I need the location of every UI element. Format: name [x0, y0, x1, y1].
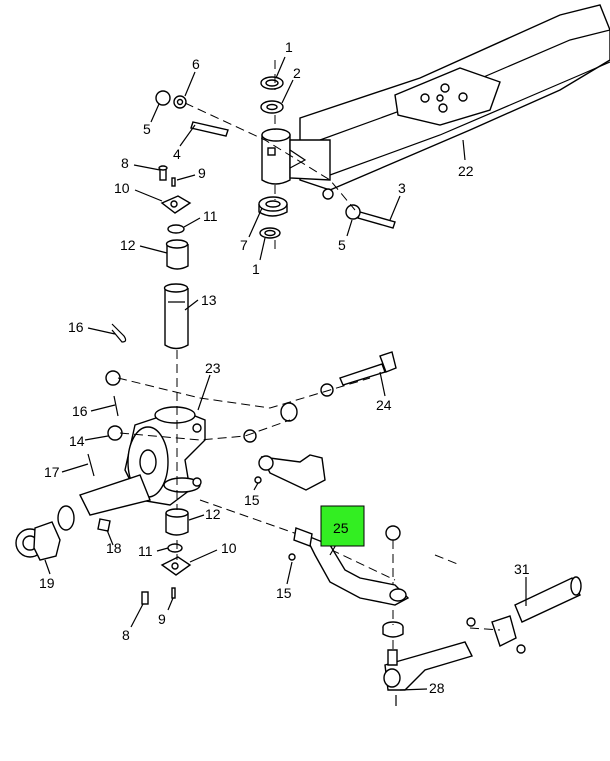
callout-24[interactable]: 24 [376, 397, 392, 413]
callout-11-lower[interactable]: 11 [138, 543, 153, 559]
callout-8-lower[interactable]: 8 [122, 627, 130, 643]
cotter-pin-upper [111, 323, 127, 343]
draw-key-right [322, 188, 396, 229]
callout-28[interactable]: 28 [429, 680, 445, 696]
spindle-nut [15, 505, 75, 561]
callout-6[interactable]: 6 [192, 56, 200, 72]
callout-5-left[interactable]: 5 [143, 121, 151, 137]
cap-lower [141, 556, 192, 605]
leader-lines [44, 56, 527, 691]
callout-1-bottom[interactable]: 1 [252, 261, 260, 277]
callout-3[interactable]: 3 [398, 180, 406, 196]
callout-15-lower[interactable]: 15 [276, 585, 292, 601]
callout-12-upper[interactable]: 12 [120, 237, 136, 253]
callout-9-upper[interactable]: 9 [198, 165, 206, 181]
tie-rod-tube [466, 576, 582, 654]
callout-1-top[interactable]: 1 [285, 39, 293, 55]
callout-10-upper[interactable]: 10 [114, 180, 130, 196]
callout-22[interactable]: 22 [458, 163, 474, 179]
steering-arm-upper [258, 454, 326, 491]
axle-beam [299, 4, 610, 191]
callout-10-lower[interactable]: 10 [221, 540, 237, 556]
callout-7[interactable]: 7 [240, 237, 248, 253]
thrust-bearing [258, 196, 288, 239]
callout-15-upper[interactable]: 15 [244, 492, 260, 508]
callout-labels: 1 2 6 5 4 8 9 10 11 22 3 7 5 1 12 13 16 … [39, 39, 530, 696]
callout-18[interactable]: 18 [106, 540, 122, 556]
steering-knuckle [79, 406, 206, 516]
bushing-upper [165, 239, 189, 270]
highlight-box[interactable] [320, 505, 365, 547]
callout-17[interactable]: 17 [44, 464, 60, 480]
steering-arm-lower [293, 527, 410, 606]
callout-14[interactable]: 14 [69, 433, 85, 449]
callout-31[interactable]: 31 [514, 561, 530, 577]
callout-2[interactable]: 2 [293, 65, 301, 81]
callout-13[interactable]: 13 [201, 292, 217, 308]
draw-key-left [155, 90, 229, 137]
cotter-pin-lower [87, 453, 95, 477]
washer-top [260, 76, 284, 114]
callout-5-right[interactable]: 5 [338, 237, 346, 253]
callout-12-lower[interactable]: 12 [205, 506, 221, 522]
callout-9-lower[interactable]: 9 [158, 611, 166, 627]
callout-4[interactable]: 4 [173, 146, 181, 162]
callout-16-upper[interactable]: 16 [68, 319, 84, 335]
axle-eye [261, 128, 331, 185]
cotter-pin-mid [113, 395, 119, 417]
bushing-lower [165, 508, 189, 553]
king-pin [163, 283, 189, 350]
arm-bolt [243, 351, 397, 443]
tie-rod-nut [382, 525, 404, 638]
cap-upper [158, 165, 192, 234]
callout-19[interactable]: 19 [39, 575, 55, 591]
callout-8-upper[interactable]: 8 [121, 155, 129, 171]
callout-11-upper[interactable]: 11 [203, 208, 218, 224]
nuts-left [105, 370, 123, 441]
tie-rod-end [383, 641, 473, 706]
callout-16-mid[interactable]: 16 [72, 403, 88, 419]
pin [97, 518, 111, 532]
callout-25[interactable]: 25 [333, 520, 349, 536]
callout-23[interactable]: 23 [205, 360, 221, 376]
